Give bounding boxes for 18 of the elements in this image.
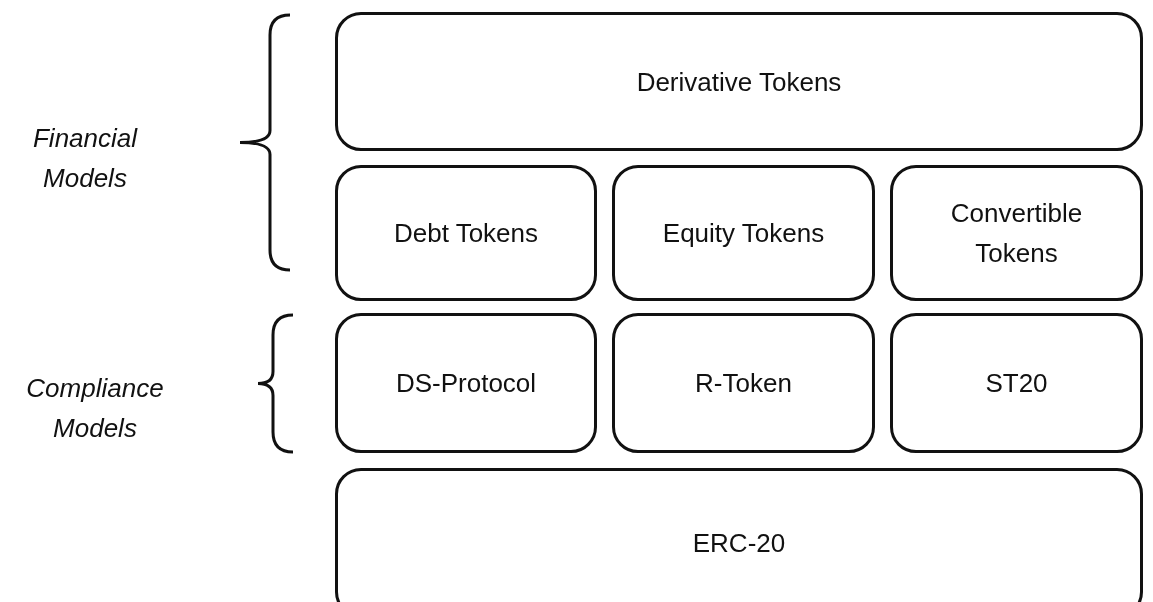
layer-label: ST20: [985, 367, 1048, 400]
layer-box: [335, 468, 1143, 602]
layer-box: [612, 165, 875, 301]
layer-box: [612, 313, 875, 453]
layer-label: DS-Protocol: [395, 367, 537, 400]
layer-box: [335, 165, 597, 301]
layer-label: Debt Tokens: [393, 217, 539, 250]
layer-label: Convertible Tokens: [949, 197, 1084, 270]
group-label: Financial Models: [31, 122, 139, 195]
layer-label: ERC-20: [692, 527, 786, 560]
layer-box: [335, 12, 1143, 151]
layer-label: R-Token: [695, 367, 792, 400]
layer-box: [335, 313, 597, 453]
layer-label: Derivative Tokens: [636, 65, 842, 99]
layer-box: [890, 165, 1143, 301]
group-label: Compliance Models: [25, 372, 165, 445]
layer-box: [890, 313, 1143, 453]
layer-label: Equity Tokens: [662, 217, 825, 250]
